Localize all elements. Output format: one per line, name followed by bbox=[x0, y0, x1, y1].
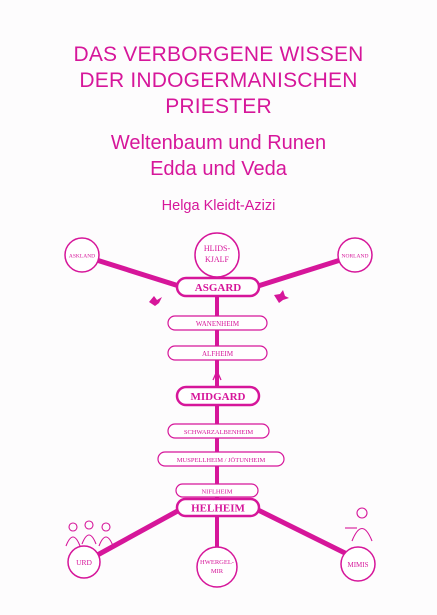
mimis-label: MIMIS bbox=[347, 561, 368, 569]
title-line-2: DER INDOGERMANISCHEN bbox=[79, 69, 358, 92]
mimis-circle bbox=[340, 546, 376, 582]
midgard-box bbox=[175, 385, 261, 407]
mimir-figure-icon bbox=[345, 507, 373, 542]
alfheim-box bbox=[167, 345, 268, 361]
hwergelmir-label-1: HWERGEL- bbox=[200, 559, 234, 566]
muspellheim-jotunheim-box bbox=[157, 451, 285, 467]
norland-label: NORLAND bbox=[342, 254, 369, 260]
helheim-label: HELHEIM bbox=[191, 503, 245, 515]
norns-figures-icon bbox=[65, 520, 114, 547]
hwergelmir-circle bbox=[196, 546, 238, 588]
author-name: Helga Kleidt-Azizi bbox=[161, 198, 276, 214]
midgard-label: MIDGARD bbox=[191, 391, 246, 403]
subtitle-line-2: Edda und Veda bbox=[150, 158, 287, 180]
askland-label: ASKLAND bbox=[69, 254, 95, 260]
wanenheim-label: WANENHEIM bbox=[196, 320, 240, 328]
branch-upper-right bbox=[257, 254, 351, 289]
title-line-3: PRIESTER bbox=[165, 95, 272, 118]
root-left bbox=[90, 505, 185, 561]
root-right bbox=[252, 505, 357, 561]
hlidskjalf-label-1: HLIDS- bbox=[204, 244, 231, 253]
title-line-1: DAS VERBORGENE WISSEN bbox=[73, 43, 364, 66]
alfheim-label: ALFHEIM bbox=[202, 350, 234, 358]
asgard-label: ASGARD bbox=[195, 282, 242, 294]
subtitle-line-1: Weltenbaum und Runen bbox=[110, 132, 327, 154]
askland-circle bbox=[64, 237, 100, 273]
asgard-box bbox=[175, 276, 261, 298]
schwarzalbenheim-box bbox=[167, 423, 270, 439]
bird-left-icon bbox=[149, 296, 162, 306]
hlidskjalf-label-2: KJALF bbox=[205, 255, 230, 264]
urd-circle bbox=[67, 545, 101, 579]
bird-right-icon bbox=[274, 290, 289, 303]
hwergelmir-label-2: MIR bbox=[211, 568, 224, 575]
muspellheim-jotunheim-label: MUSPELLHEIM / JÖTUNHEIM bbox=[177, 457, 266, 464]
norland-circle bbox=[337, 237, 373, 273]
branch-upper-left bbox=[86, 254, 180, 289]
niflheim-box bbox=[175, 483, 259, 498]
niflheim-label: NIFLHEIM bbox=[201, 489, 232, 496]
wanenheim-box bbox=[167, 315, 268, 331]
figure-icon bbox=[212, 369, 222, 381]
helheim-box bbox=[175, 497, 261, 518]
urd-label: URD bbox=[76, 558, 92, 567]
schwarzalbenheim-label: SCHWARZALBENHEIM bbox=[184, 429, 254, 436]
